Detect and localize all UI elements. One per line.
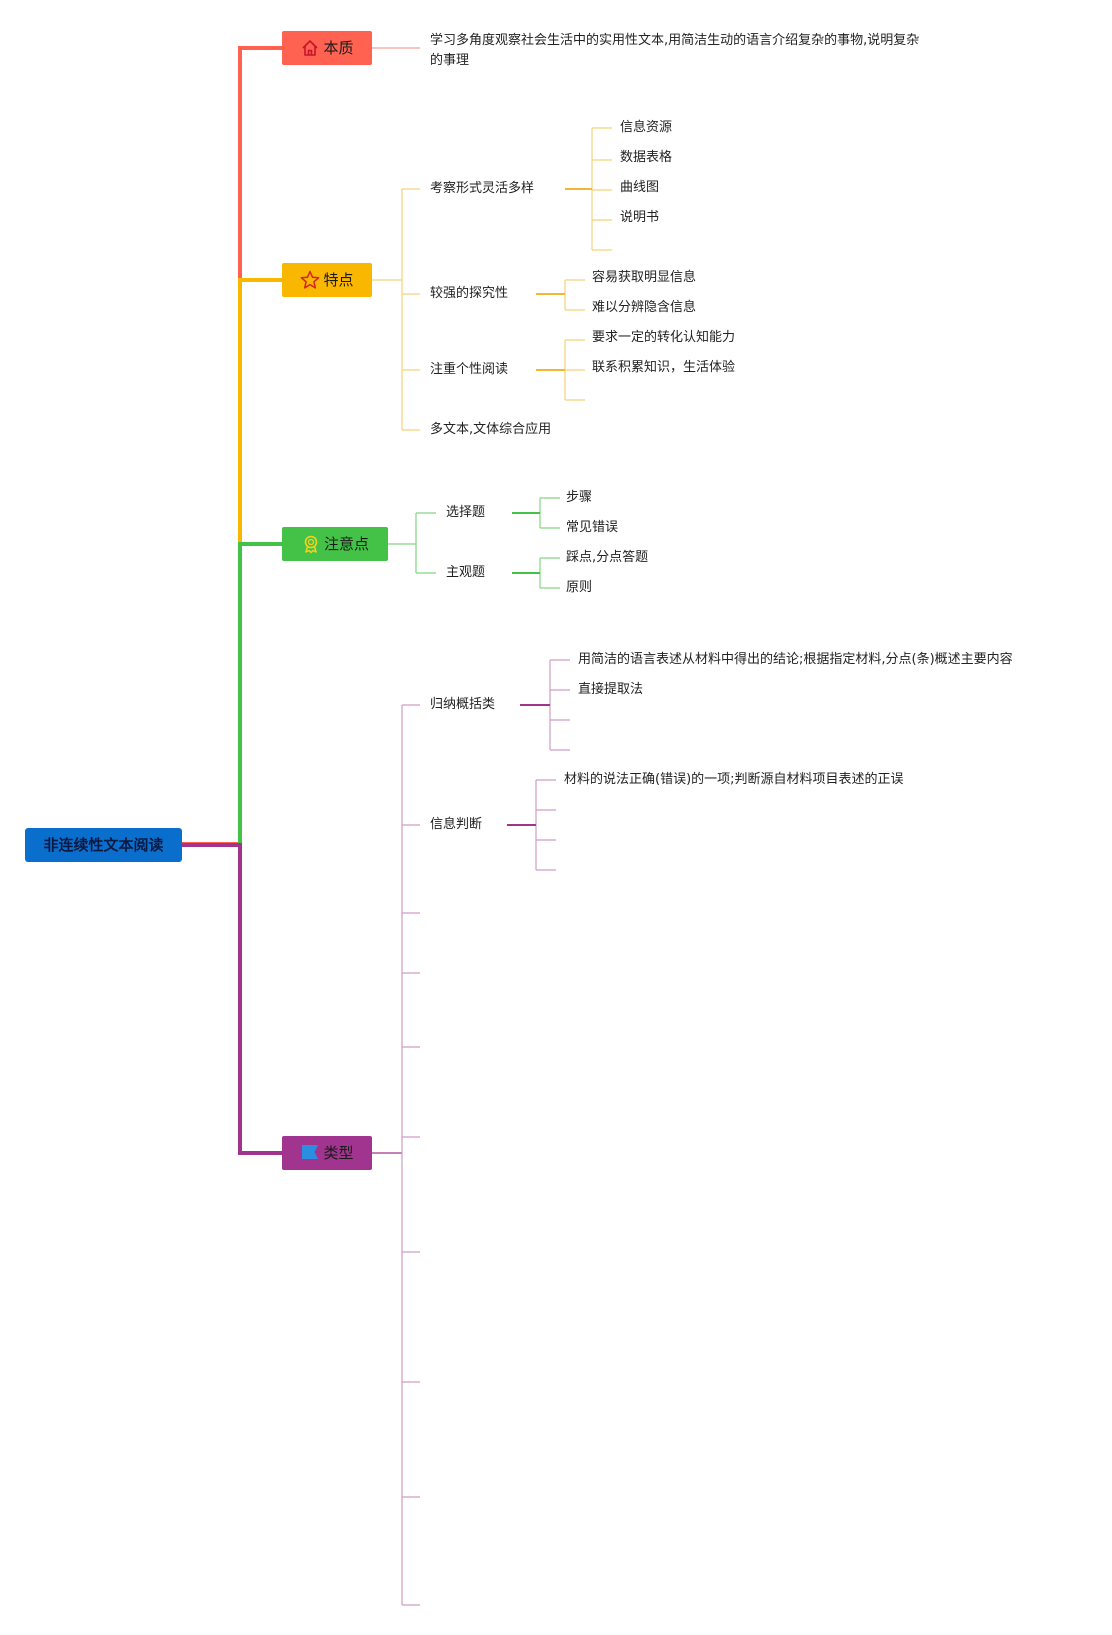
note-1-child[interactable]: 常见错误 [566, 520, 619, 535]
home-icon [300, 38, 320, 58]
branch-notes[interactable]: 注意点 [282, 527, 388, 561]
essence-text[interactable]: 学习多角度观察社会生活中的实用性文本,用简洁生动的语言介绍复杂的事物,说明复杂的… [430, 33, 920, 68]
note-2-label[interactable]: 主观题 [446, 565, 486, 580]
feature-1-child[interactable]: 曲线图 [620, 180, 660, 195]
notes-spine [415, 512, 436, 574]
feature-1-child[interactable]: 信息资源 [620, 120, 673, 135]
branch-types-label: 类型 [323, 1144, 354, 1162]
root-node[interactable]: 非连续性文本阅读 [25, 828, 182, 862]
note-2-child[interactable]: 原则 [566, 580, 593, 595]
feature-1-child[interactable]: 数据表格 [620, 150, 673, 165]
branch-types[interactable]: 类型 [282, 1136, 372, 1170]
feature-4-label[interactable]: 多文本,文体综合应用 [430, 422, 552, 437]
feature-1-child[interactable]: 说明书 [620, 210, 660, 225]
branch-features[interactable]: 特点 [282, 263, 372, 297]
feature2-spine [564, 279, 585, 311]
feature-3-child[interactable]: 要求一定的转化认知能力 [592, 330, 736, 345]
branch-essence-label: 本质 [323, 39, 354, 57]
feature-1-label[interactable]: 考察形式灵活多样 [430, 181, 535, 196]
type-1-label[interactable]: 归纳概括类 [430, 697, 496, 712]
note-1-child[interactable]: 步骤 [566, 490, 593, 505]
type-2-child[interactable]: 材料的说法正确(错误)的一项;判断源自材料项目表述的正误 [564, 772, 904, 787]
trunk-line-features [238, 278, 282, 844]
star-icon [300, 270, 320, 290]
award-icon [301, 534, 321, 554]
feature-2-child[interactable]: 难以分辨隐含信息 [592, 300, 697, 315]
trunk-line-types [182, 843, 282, 1155]
branch-features-label: 特点 [323, 271, 354, 289]
type-1-child[interactable]: 用简洁的语言表述从材料中得出的结论;根据指定材料,分点(条)概述主要内容 [578, 652, 1013, 667]
feature3-spine [564, 339, 585, 401]
feature-2-label[interactable]: 较强的探究性 [430, 286, 509, 301]
flag-icon [300, 1143, 320, 1163]
type-2-label[interactable]: 信息判断 [430, 817, 483, 832]
trunk-line-essence [182, 46, 282, 846]
note-1-label[interactable]: 选择题 [446, 505, 486, 520]
feature-3-label[interactable]: 注重个性阅读 [430, 362, 509, 377]
trunk-line-notes [238, 542, 282, 844]
note-2-child[interactable]: 踩点,分点答题 [566, 550, 649, 565]
feature-3-child[interactable]: 联系积累知识，生活体验 [592, 360, 736, 375]
type-1-child[interactable]: 直接提取法 [578, 682, 644, 697]
branch-notes-label: 注意点 [323, 535, 369, 553]
feature-2-child[interactable]: 容易获取明显信息 [592, 270, 697, 285]
feature1-spine [591, 127, 612, 251]
branch-essence[interactable]: 本质 [282, 31, 372, 65]
